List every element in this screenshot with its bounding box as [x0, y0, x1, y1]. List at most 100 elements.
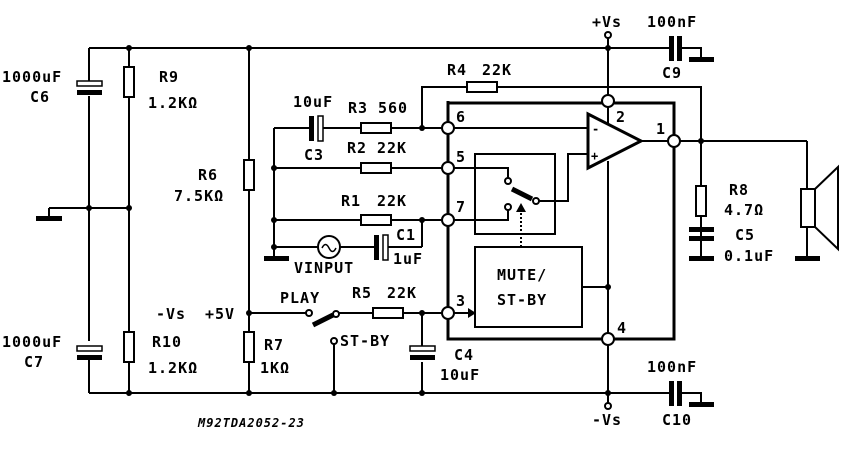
- junction-dot: [246, 390, 252, 396]
- ground-symbol: [689, 256, 714, 261]
- pin-4-label: 4: [617, 319, 627, 337]
- junction-dot: [271, 217, 277, 223]
- r2-value: 22K: [377, 139, 407, 157]
- ic-pin-7: [441, 213, 455, 227]
- labels: 1000uF C6 R9 1.2KΩ R6 7.5KΩ 1000uF C7 R1…: [2, 13, 774, 430]
- r3-ref: R3: [348, 99, 368, 117]
- sine-wave-icon: [321, 243, 337, 253]
- junction-dot: [698, 138, 704, 144]
- vinput-label: VINPUT: [294, 259, 354, 277]
- r7-ref: R7: [264, 336, 284, 354]
- resistor-R3: [360, 122, 392, 134]
- ic-pin-6: [441, 121, 455, 135]
- resistor-R7: [243, 331, 255, 363]
- standby-contact: [330, 337, 338, 345]
- resistor-R6: [243, 159, 255, 191]
- ground-symbol: [689, 57, 714, 62]
- r4-value: 22K: [482, 61, 512, 79]
- c5-value: 0.1uF: [724, 247, 774, 265]
- c6-ref: C6: [30, 88, 50, 106]
- arrow-icon: [468, 308, 476, 318]
- ground-symbol: [689, 402, 714, 407]
- r8-value: 4.7Ω: [724, 201, 764, 219]
- r10-value: 1.2KΩ: [148, 359, 198, 377]
- r7-value: 1KΩ: [260, 359, 290, 377]
- capacitor-C5: [689, 227, 714, 232]
- vs-negative-terminal: [604, 402, 612, 410]
- capacitor-C4: [410, 355, 435, 360]
- r6-ref: R6: [198, 166, 218, 184]
- c7-ref: C7: [24, 353, 44, 371]
- r8-ref: R8: [729, 181, 749, 199]
- ground-symbol: [36, 216, 62, 221]
- resistor-R8: [695, 185, 707, 217]
- capacitor-C9-plate: [677, 36, 682, 61]
- junction-dot: [605, 284, 611, 290]
- junction-dot: [246, 310, 252, 316]
- capacitor-C1: [374, 235, 379, 260]
- vs-negative-logic-label: -Vs: [156, 305, 186, 323]
- r9-ref: R9: [159, 68, 179, 86]
- capacitor-C9: [669, 36, 674, 61]
- standby-label: ST-BY: [497, 291, 547, 309]
- ground-symbol: [264, 256, 289, 261]
- junction-dot: [331, 390, 337, 396]
- opamp-noninverting-sign: +: [591, 149, 598, 163]
- ic-outline: [446, 101, 676, 341]
- standby-switch-label: ST-BY: [340, 332, 390, 350]
- c5-ref: C5: [735, 226, 755, 244]
- ground-symbol: [795, 256, 820, 261]
- resistor-R5: [372, 307, 404, 319]
- r5-value: 22K: [387, 284, 417, 302]
- c10-value: 100nF: [647, 358, 697, 376]
- capacitor-C6-plate: [76, 80, 103, 87]
- r5-ref: R5: [352, 284, 372, 302]
- junction-dot: [271, 165, 277, 171]
- wire-r4-feedback: [421, 86, 702, 141]
- ic-pin-1: [667, 134, 681, 148]
- r1-ref: R1: [341, 192, 361, 210]
- pin-7-label: 7: [456, 198, 466, 216]
- vs-positive-label: +Vs: [592, 13, 622, 31]
- r1-value: 22K: [377, 192, 407, 210]
- play-contact: [305, 309, 313, 317]
- c1-value: 1uF: [393, 250, 423, 268]
- resistor-R10: [123, 331, 135, 363]
- c4-ref: C4: [454, 346, 474, 364]
- r10-ref: R10: [152, 333, 182, 351]
- junction-dot: [126, 45, 132, 51]
- junction-dot: [419, 125, 425, 131]
- wire: [448, 167, 509, 178]
- c7-value: 1000uF: [2, 333, 62, 351]
- c3-ref: C3: [304, 146, 324, 164]
- ic-pin-5: [441, 161, 455, 175]
- switch-contact: [504, 203, 512, 211]
- plus-5v-label: +5V: [205, 305, 235, 323]
- junction-dot: [419, 390, 425, 396]
- opamp-triangle: [586, 111, 645, 171]
- resistor-R2: [360, 162, 392, 174]
- c9-value: 100nF: [647, 13, 697, 31]
- vs-positive-terminal: [604, 31, 612, 39]
- vs-negative-label: -Vs: [592, 411, 622, 429]
- capacitor-C5-plate: [689, 236, 714, 241]
- junction-dot: [246, 45, 252, 51]
- pin-5-label: 5: [456, 148, 466, 166]
- play-label: PLAY: [280, 289, 320, 307]
- switch-icon: [510, 186, 534, 202]
- c9-ref: C9: [662, 64, 682, 82]
- resistor-R4: [466, 81, 498, 93]
- capacitor-C1-plate: [382, 234, 389, 261]
- wire: [680, 392, 702, 403]
- junction-dot: [271, 244, 277, 250]
- c3-value: 10uF: [293, 93, 333, 111]
- pin-1-label: 1: [656, 120, 666, 138]
- speaker-cone-icon: [814, 164, 839, 252]
- capacitor-C3: [309, 116, 314, 141]
- capacitor-C7-plate: [76, 345, 103, 352]
- mute-standby-block: [474, 246, 583, 328]
- wire: [537, 153, 588, 202]
- figure-code: M92TDA2052-23: [197, 416, 305, 430]
- switch-pivot: [532, 197, 540, 205]
